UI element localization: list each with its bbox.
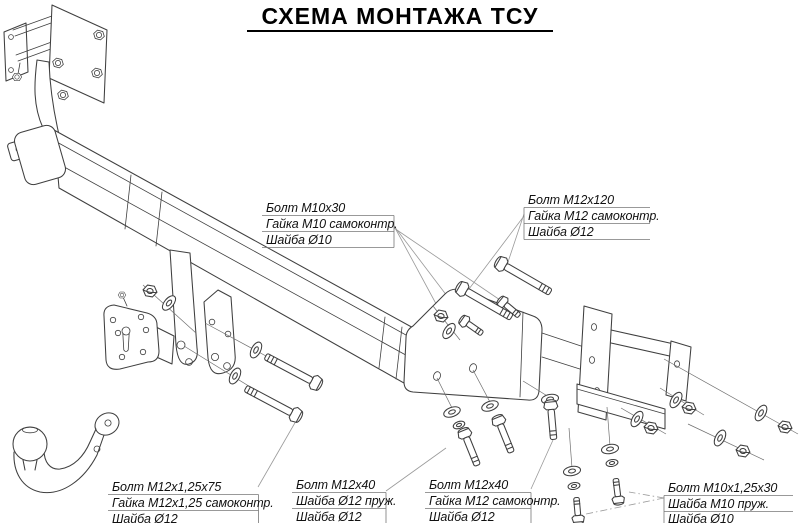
side-member-lines bbox=[541, 332, 585, 371]
bolt-icon bbox=[489, 412, 519, 456]
bolt-icon bbox=[491, 253, 555, 300]
callout-line: Гайка М10 самоконтр. bbox=[266, 217, 398, 231]
callout-line: Болт М10х1,25х30 bbox=[668, 481, 777, 495]
bolt-icon bbox=[542, 398, 562, 441]
callout-m12x40-spring: Болт М12х40 Шайба Ø12 пруж. Шайба Ø12 bbox=[292, 478, 396, 523]
callout-m10x125x30: Болт М10х1,25х30 Шайба М10 пруж. Шайба Ø… bbox=[663, 481, 793, 523]
bolt-icon bbox=[261, 349, 326, 394]
washer-icon bbox=[441, 404, 463, 420]
spring-washer-icon bbox=[604, 458, 620, 468]
callout-line: Шайба Ø12 пруж. bbox=[296, 494, 396, 508]
bolt-icon bbox=[241, 381, 306, 426]
tow-ball bbox=[12, 426, 48, 462]
washer-icon bbox=[752, 402, 770, 424]
callout-line: Шайба Ø10 bbox=[668, 512, 734, 523]
ball-mount-lugs bbox=[169, 249, 236, 375]
towbar-drawing bbox=[3, 4, 692, 494]
rear-mount-bracket bbox=[576, 305, 692, 430]
beam-left-end-cap bbox=[7, 124, 67, 186]
bolt-icon bbox=[455, 425, 485, 469]
front-mount-bracket bbox=[3, 4, 108, 148]
bolt-head-icon bbox=[11, 72, 23, 82]
callout-line: Болт М12х40 bbox=[429, 478, 508, 492]
spring-washer-icon bbox=[566, 481, 582, 491]
washer-icon bbox=[247, 339, 265, 361]
callout-line: Шайба М10 пруж. bbox=[668, 497, 769, 511]
callout-line: Шайба Ø10 bbox=[266, 233, 332, 247]
callout-line: Шайба Ø12 bbox=[296, 510, 362, 523]
washer-icon bbox=[711, 427, 729, 449]
page-title: СХЕМА МОНТАЖА ТСУ bbox=[262, 3, 539, 29]
callout-m10x30: Болт М10х30 Гайка М10 самоконтр. Шайба Ø… bbox=[262, 201, 398, 248]
bolt-icon bbox=[569, 496, 586, 523]
washer-icon bbox=[479, 398, 501, 414]
callout-line: Гайка М12 самоконтр. bbox=[528, 209, 660, 223]
callout-line: Болт М10х30 bbox=[266, 201, 345, 215]
callout-line: Болт М12х40 bbox=[296, 478, 375, 492]
nut-icon bbox=[680, 400, 698, 416]
callout-line: Шайба Ø12 bbox=[528, 225, 594, 239]
callout-m12x125x75: Болт М12х1,25х75 Гайка М12х1,25 самоконт… bbox=[108, 480, 274, 523]
callout-line: Гайка М12 самоконтр. bbox=[429, 494, 561, 508]
leader-lines bbox=[257, 213, 665, 515]
nut-icon bbox=[776, 419, 794, 435]
callout-line: Гайка М12х1,25 самоконтр. bbox=[112, 496, 274, 510]
washer-icon bbox=[562, 464, 582, 478]
callout-line: Шайба Ø12 bbox=[429, 510, 495, 523]
callout-line: Болт М12х1,25х75 bbox=[112, 480, 221, 494]
tow-ball-hook bbox=[12, 412, 120, 494]
keyhole-slot bbox=[122, 332, 130, 352]
callout-line: Болт М12х120 bbox=[528, 193, 614, 207]
title-block: СХЕМА МОНТАЖА ТСУ bbox=[247, 3, 553, 32]
bolt-head-icon bbox=[117, 291, 127, 299]
washer-icon bbox=[600, 442, 620, 456]
callout-line: Шайба Ø12 bbox=[112, 512, 178, 523]
center-mount-plate bbox=[403, 288, 543, 401]
ball-mount-plate bbox=[103, 291, 175, 370]
callout-m12x40-lock: Болт М12х40 Гайка М12 самоконтр. Шайба Ø… bbox=[425, 478, 561, 523]
bolt-icon bbox=[609, 477, 626, 507]
nut-icon bbox=[734, 443, 752, 459]
callout-m12x120: Болт М12х120 Гайка М12 самоконтр. Шайба … bbox=[523, 193, 660, 240]
bolt-head-icon bbox=[56, 88, 70, 102]
